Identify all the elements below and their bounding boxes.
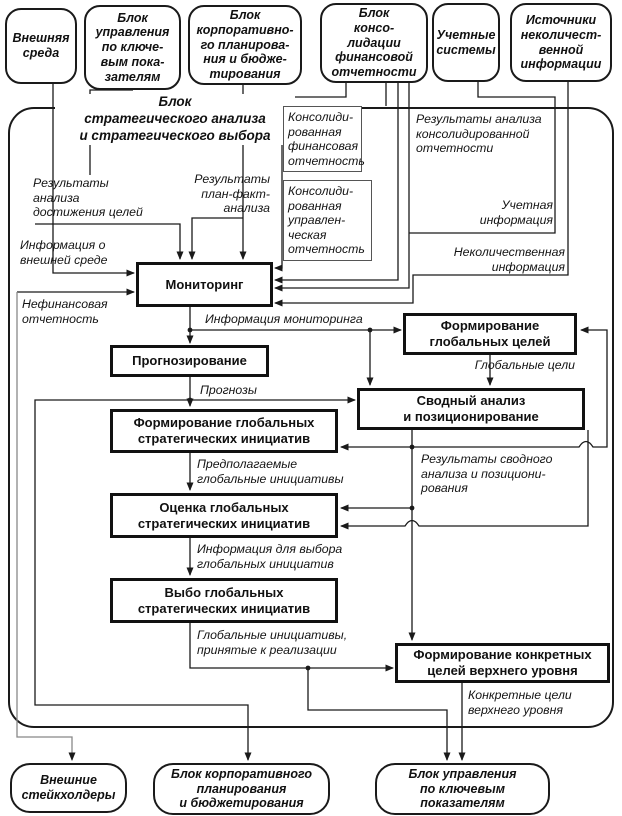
label-non-quantitative-info: Неколичественная информация [453, 245, 565, 274]
box-financial-consolidation-block: Блок консо- лидации финансовой отчетност… [320, 3, 428, 83]
label-initiatives-accepted: Глобальные инициативы, принятые к реализ… [197, 628, 348, 657]
label-monitoring-info: Информация мониторинга [205, 312, 363, 326]
box-non-quantitative-sources: Источники неколичест- венной информации [510, 3, 612, 82]
process-forecasting: Прогнозирование [110, 345, 269, 377]
label-results-consolidated-analysis: Результаты анализа консолидированной отч… [416, 112, 542, 155]
label-results-summary-analysis: Результаты сводного анализа и позициони-… [421, 452, 553, 495]
box-external-environment: Внешняя среда [5, 8, 77, 84]
label-consolidated-financial-reporting: Консолиди- рованная финансовая отчетност… [283, 106, 365, 172]
box-kpi-management-block-top: Блок управления по ключе- вым пока- зате… [84, 5, 181, 90]
junction-dots [187, 327, 415, 671]
container-title: Блок стратегического анализа и стратегич… [55, 94, 295, 145]
process-monitoring: Мониторинг [136, 262, 273, 307]
label-proposed-global-initiatives: Предполагаемые глобальные инициативы [197, 457, 344, 486]
label-external-env-info: Информация о внешней среде [20, 238, 108, 267]
process-global-initiatives-evaluation: Оценка глобальных стратегических инициат… [110, 493, 338, 538]
label-non-financial-reporting: Нефинансовая отчетность [22, 297, 108, 326]
label-forecasts: Прогнозы [200, 383, 257, 397]
label-accounting-info: Учетная информация [479, 198, 553, 227]
label-info-for-choice: Информация для выбора глобальных инициат… [197, 542, 343, 571]
process-summary-analysis: Сводный анализ и позиционирование [357, 388, 585, 430]
box-corporate-planning-block-top: Блок корпоративно- го планирова- ния и б… [188, 5, 302, 85]
process-global-goals-formation: Формирование глобальных целей [403, 313, 577, 355]
label-global-goals: Глобальные цели [474, 358, 575, 372]
process-global-initiatives-choice: Выбо глобальных стратегических инициатив [110, 578, 338, 623]
box-corporate-planning-block-bottom: Блок корпоративного планирования и бюдже… [153, 763, 330, 815]
box-external-stakeholders: Внешние стейкхолдеры [10, 763, 127, 813]
process-global-initiatives-formation: Формирование глобальных стратегических и… [110, 409, 338, 453]
label-consolidated-management-reporting: Консолиди- рованная управлен- ческая отч… [283, 180, 372, 261]
box-accounting-systems: Учетные системы [432, 3, 500, 82]
label-results-goal-analysis: Результаты анализа достижения целей [33, 176, 143, 219]
box-kpi-management-block-bottom: Блок управления по ключевым показателям [375, 763, 550, 815]
label-specific-top-goals: Конкретные цели верхнего уровня [468, 688, 572, 717]
process-specific-goals-formation: Формирование конкретных целей верхнего у… [395, 643, 610, 683]
label-results-plan-fact: Результаты план-факт- анализа [194, 172, 270, 215]
